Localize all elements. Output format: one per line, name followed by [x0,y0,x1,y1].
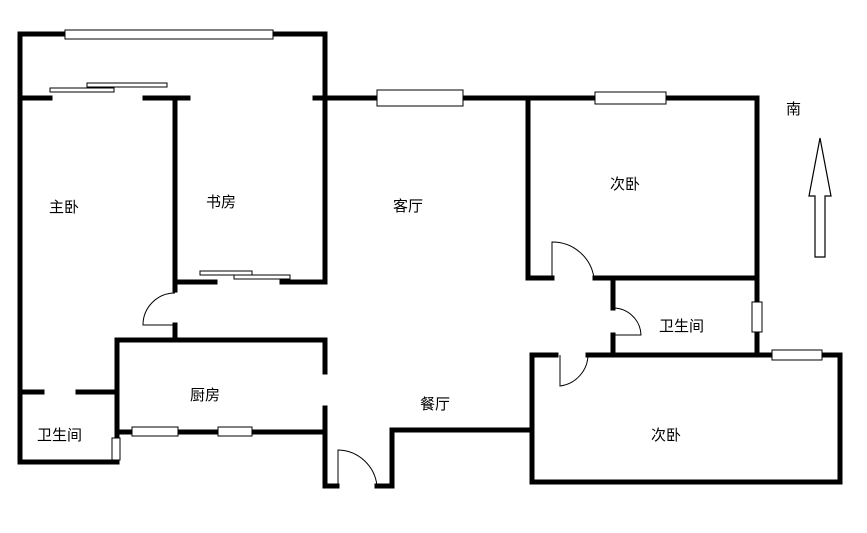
label-kitchen: 厨房 [190,386,220,404]
label-living-room: 客厅 [393,197,423,215]
wall-entrance-right [374,427,531,489]
window-bedroom-top [594,91,667,105]
label-study: 书房 [206,193,236,211]
compass-direction-label: 南 [786,100,801,118]
door-bedroom-top [551,241,595,279]
door-bath-right [612,307,642,336]
wall-kitchen-top [114,337,328,375]
doors [142,241,642,487]
north-arrow-icon [808,137,832,258]
window-bath-left [111,437,121,461]
window-bedroom-bottom [771,349,823,361]
door-entrance [337,449,378,487]
window-kitchen-a [131,426,179,437]
compass: 南 [786,100,832,258]
window-balcony [64,29,274,40]
window-bath-right [751,301,763,333]
wall-bed-bottom [529,352,843,485]
room-labels: 主卧 书房 客厅 次卧 卫生间 厨房 餐厅 卫生间 次卧 [37,175,704,444]
sliding-door-study-a [199,270,253,276]
wall-bed-top-left [525,95,555,281]
window-kitchen-b [217,426,253,437]
label-dining-room: 餐厅 [420,395,450,413]
sliding-door-master-b [86,82,168,88]
wall-kitchen-right-low [322,405,340,489]
label-bathroom-right: 卫生间 [659,317,704,335]
sliding-door-master-a [49,87,115,93]
windows [49,29,823,461]
door-master [142,292,176,326]
label-bathroom-left: 卫生间 [37,426,82,444]
door-bedroom-bottom [559,354,589,387]
walls [17,31,843,489]
label-second-bedroom-bottom: 次卧 [651,426,681,444]
sliding-door-study-b [233,274,291,280]
wall-bed-top-outline [525,95,760,281]
label-second-bedroom-top: 次卧 [610,175,640,193]
label-master-bedroom: 主卧 [49,198,79,216]
window-living [376,89,464,107]
